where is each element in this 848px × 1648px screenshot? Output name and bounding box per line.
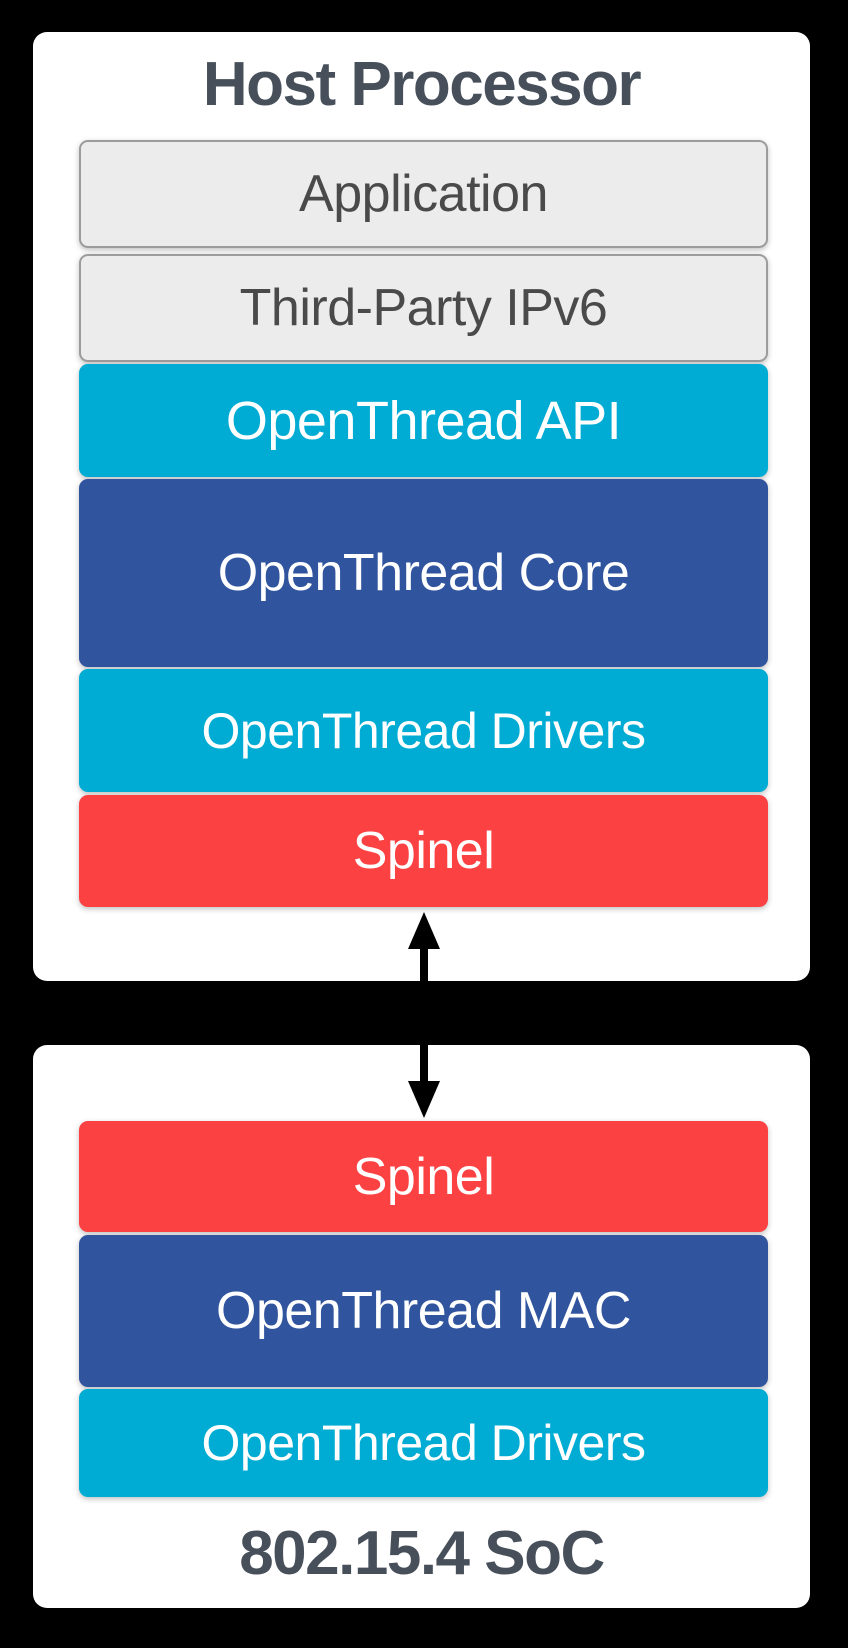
layer-openthread-drivers-host-label: OpenThread Drivers <box>201 702 646 759</box>
layer-openthread-mac-label: OpenThread MAC <box>216 1282 631 1340</box>
host-processor-panel: Host Processor Application Third-Party I… <box>33 32 810 981</box>
layer-openthread-drivers-soc-label: OpenThread Drivers <box>201 1415 646 1471</box>
layer-spinel-soc: Spinel <box>79 1121 768 1232</box>
layer-application-label: Application <box>299 165 548 223</box>
arrow-down-icon <box>408 1081 440 1118</box>
bidirectional-arrow-connector <box>408 912 440 1118</box>
layer-spinel-host-label: Spinel <box>352 822 495 880</box>
layer-openthread-api: OpenThread API <box>79 364 768 477</box>
layer-third-party-ipv6: Third-Party IPv6 <box>79 254 768 362</box>
layer-spinel-soc-label: Spinel <box>352 1147 495 1206</box>
layer-third-party-ipv6-label: Third-Party IPv6 <box>239 279 608 337</box>
layer-spinel-host: Spinel <box>79 795 768 907</box>
layer-openthread-core: OpenThread Core <box>79 479 768 667</box>
layer-application: Application <box>79 140 768 248</box>
layer-openthread-core-label: OpenThread Core <box>217 544 630 602</box>
host-processor-title: Host Processor <box>202 50 642 119</box>
layer-openthread-api-label: OpenThread API <box>225 390 622 451</box>
layer-openthread-drivers-host: OpenThread Drivers <box>79 669 768 792</box>
arrow-shaft <box>420 946 428 1084</box>
layer-openthread-drivers-soc: OpenThread Drivers <box>79 1389 768 1497</box>
arrow-up-icon <box>408 912 440 949</box>
soc-title: 802.15.4 SoC <box>239 1519 605 1588</box>
soc-panel: Spinel OpenThread MAC OpenThread Drivers… <box>33 1045 810 1608</box>
layer-openthread-mac: OpenThread MAC <box>79 1235 768 1387</box>
